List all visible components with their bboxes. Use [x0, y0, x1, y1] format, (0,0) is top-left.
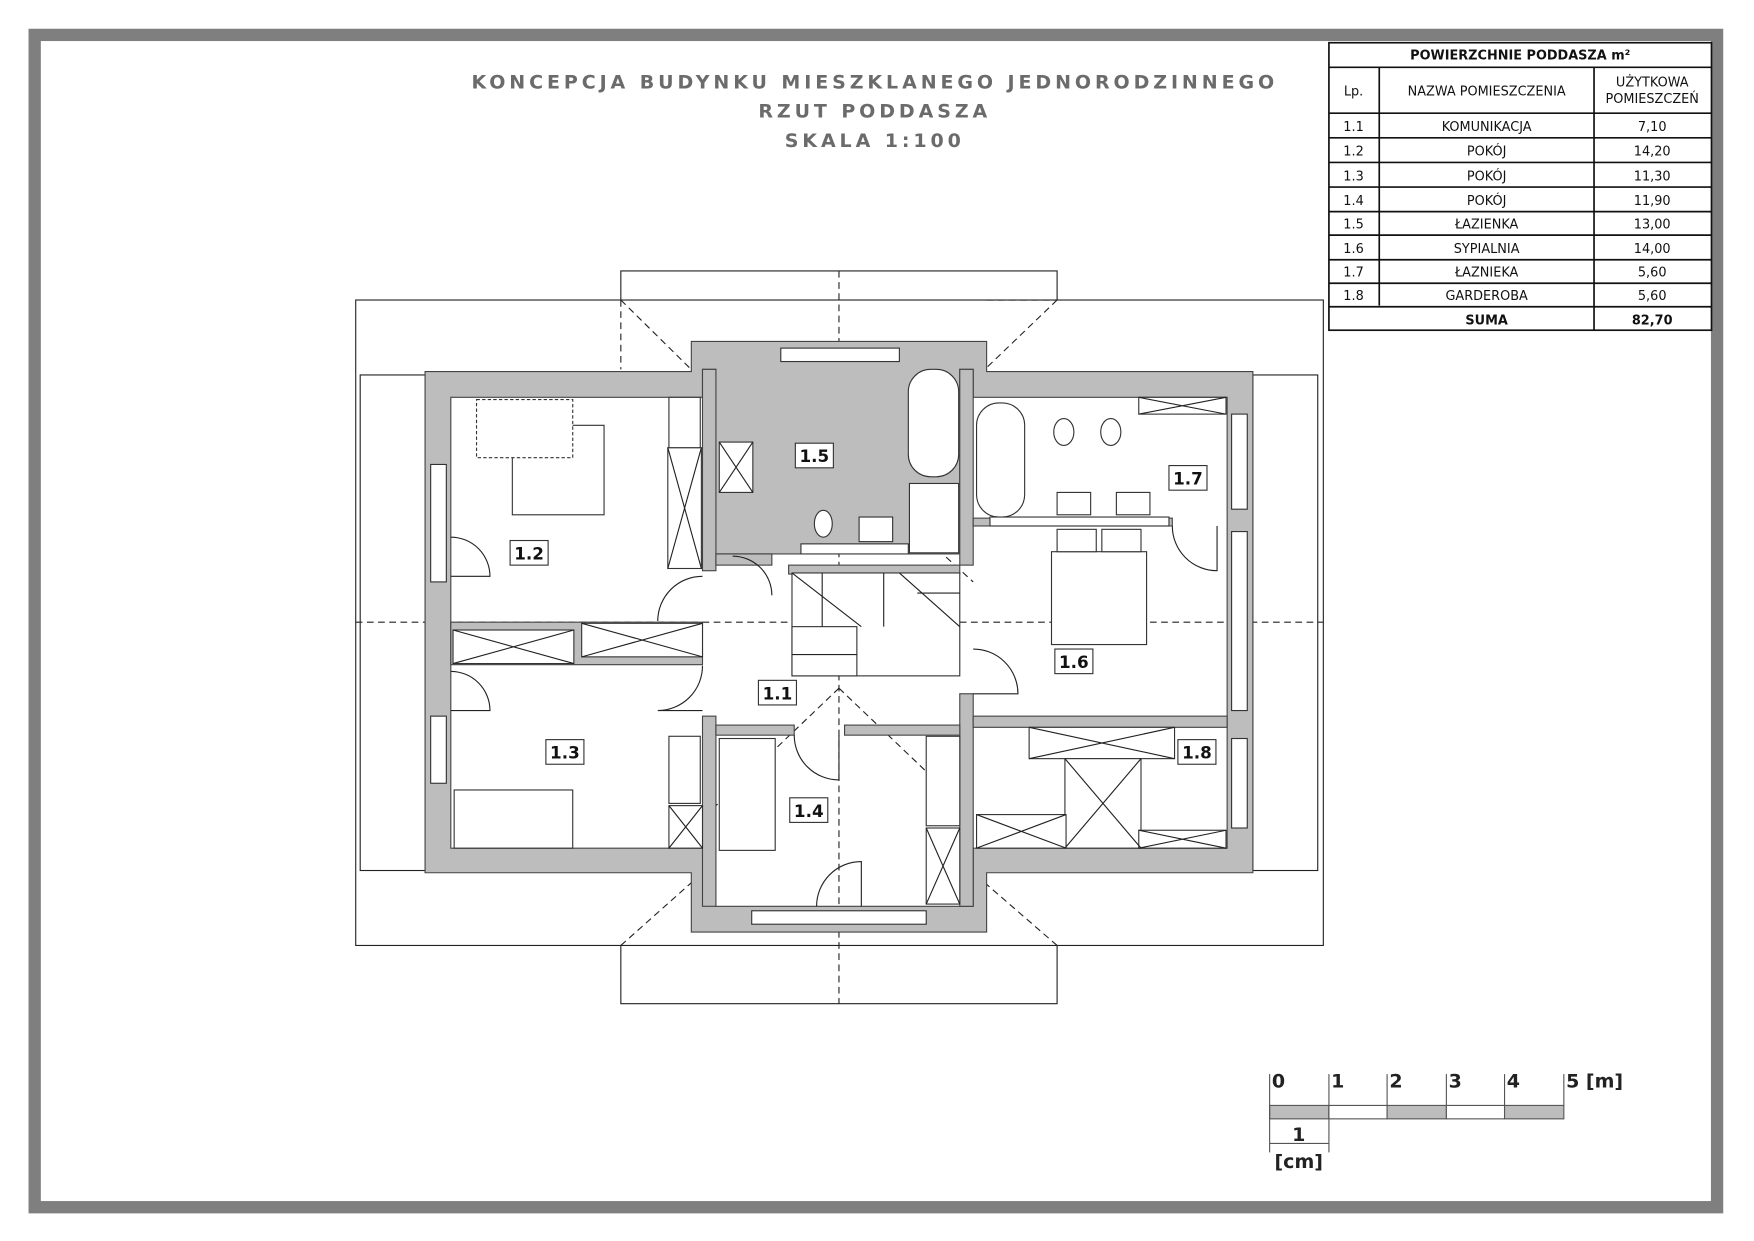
row-area: 14,00: [1634, 242, 1671, 257]
table-row: 1.4 POKÓJ 11,90: [1343, 193, 1670, 209]
header-name: NAZWA POMIESZCZENIA: [1408, 84, 1566, 99]
row-area: 11,90: [1634, 194, 1671, 209]
table-row: 1.5 ŁAZIENKA 13,00: [1343, 217, 1670, 232]
row-area: 7,10: [1638, 120, 1667, 135]
header-lp: Lp.: [1344, 84, 1363, 99]
room-label-1-8: 1.8: [1182, 743, 1212, 763]
row-name: ŁAZIENKA: [1454, 217, 1519, 232]
row-area: 11,30: [1634, 169, 1671, 184]
table-row: 1.1 KOMUNIKACJA 7,10: [1343, 120, 1666, 135]
row-lp: 1.6: [1343, 242, 1363, 257]
room-label-1-4: 1.4: [794, 801, 824, 821]
table-row: 1.8 GARDEROBA 5,60: [1343, 289, 1666, 304]
row-name: ŁAZNIEKA: [1454, 266, 1519, 281]
scale-tick-1: 1: [1331, 1071, 1344, 1093]
table-row: 1.7 ŁAZNIEKA 5,60: [1343, 266, 1666, 281]
room-labels: 1.1 1.2 1.3 1.4 1.5 1.6 1.7 1.8: [509, 442, 1217, 823]
scale-unit: [cm]: [1275, 1151, 1323, 1173]
room-label-1-7: 1.7: [1173, 469, 1203, 489]
area-table: POWIERZCHNIE PODDASZA m² Lp. NAZWA POMIE…: [1328, 41, 1713, 332]
room-label-1-5: 1.5: [800, 446, 830, 466]
row-lp: 1.2: [1343, 145, 1363, 160]
row-name: POKÓJ: [1467, 168, 1507, 184]
scale-bar: 0 1 2 3 4 5 [m] 1 [cm]: [1269, 1071, 1623, 1173]
row-name: GARDEROBA: [1445, 289, 1528, 304]
title-line-2: RZUT PODDASZA: [758, 101, 991, 123]
row-lp: 1.8: [1343, 289, 1363, 304]
row-lp: 1.1: [1343, 120, 1363, 135]
scale-tick-2: 2: [1389, 1071, 1402, 1093]
table-row: 1.6 SYPIALNIA 14,00: [1343, 242, 1670, 257]
row-name: POKÓJ: [1467, 193, 1507, 209]
room-label-1-2: 1.2: [514, 544, 544, 564]
room-label-1-3: 1.3: [550, 743, 580, 763]
sum-value: 82,70: [1632, 314, 1673, 329]
scale-tick-4: 4: [1507, 1071, 1520, 1093]
header-area-1: UŻYTKOWA: [1616, 74, 1689, 90]
table-title: POWIERZCHNIE PODDASZA m²: [1410, 49, 1630, 64]
room-label-1-6: 1.6: [1059, 652, 1089, 672]
floor-plan: 1.1 1.2 1.3 1.4 1.5 1.6 1.7 1.8: [355, 270, 1324, 1005]
row-lp: 1.7: [1343, 266, 1363, 281]
room-label-1-1: 1.1: [763, 683, 793, 703]
title-block: KONCEPCJA BUDYNKU MIESZKLANEGO JEDNORODZ…: [471, 72, 1278, 152]
row-area: 5,60: [1638, 289, 1667, 304]
scale-tick-5: 5 [m]: [1566, 1071, 1623, 1093]
row-area: 14,20: [1634, 145, 1671, 160]
row-lp: 1.3: [1343, 169, 1363, 184]
row-lp: 1.4: [1343, 194, 1363, 209]
scale-tick-0: 0: [1272, 1071, 1285, 1093]
row-area: 13,00: [1634, 217, 1671, 232]
title-line-3: SKALA 1:100: [785, 130, 965, 152]
scale-tick-3: 3: [1449, 1071, 1462, 1093]
scale-unit-value: 1: [1292, 1124, 1305, 1146]
table-row: 1.2 POKÓJ 14,20: [1343, 144, 1670, 160]
row-name: SYPIALNIA: [1454, 242, 1520, 257]
row-name: KOMUNIKACJA: [1442, 120, 1532, 135]
sheet-frame: [28, 28, 1724, 1214]
table-row: 1.3 POKÓJ 11,30: [1343, 168, 1670, 184]
row-lp: 1.5: [1343, 217, 1363, 232]
title-line-1: KONCEPCJA BUDYNKU MIESZKLANEGO JEDNORODZ…: [471, 72, 1278, 94]
header-area-2: POMIESZCZEŃ: [1606, 91, 1699, 107]
row-name: POKÓJ: [1467, 144, 1507, 160]
row-area: 5,60: [1638, 266, 1667, 281]
sum-label: SUMA: [1465, 314, 1508, 329]
